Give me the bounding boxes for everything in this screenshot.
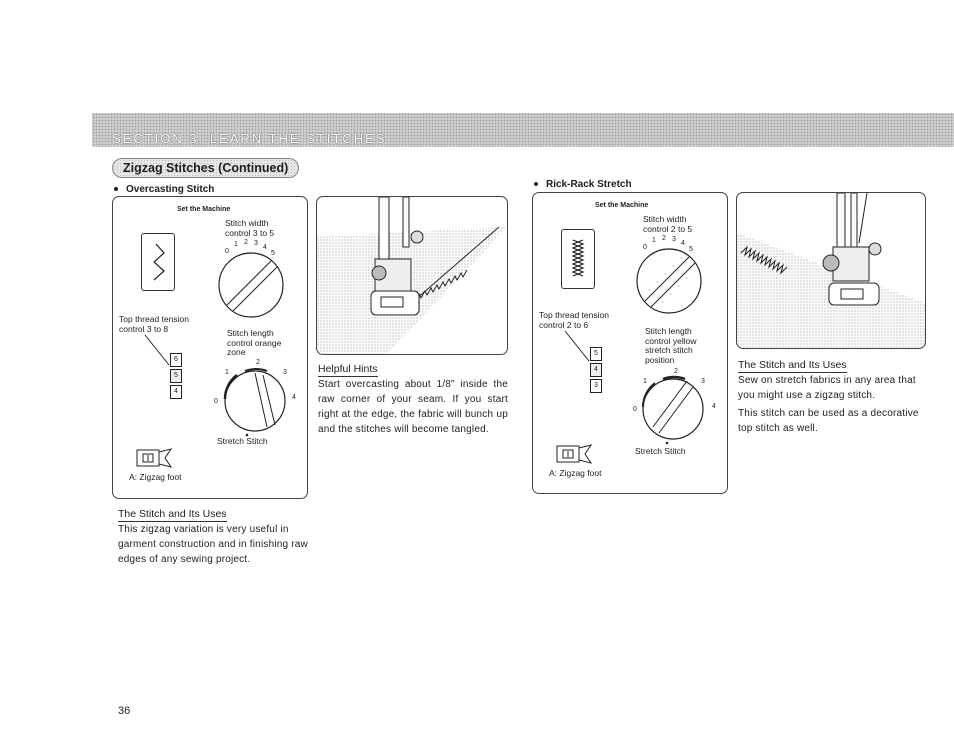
width-dial-num-5: 5 [271, 250, 275, 257]
rickrack-heading-text: Rick-Rack Stretch [546, 179, 632, 190]
length-dial-num-0: 0 [633, 406, 637, 413]
tension-mark-2: 4 [590, 363, 602, 377]
zigzag-foot-icon [555, 443, 595, 465]
length-label-line2: control yellow [645, 335, 697, 346]
length-dial-num-4: 4 [292, 394, 296, 401]
width-dial-num-1: 1 [234, 241, 238, 248]
panel-title: Set the Machine [177, 206, 231, 213]
zigzag-foot-label: A: Zigzag foot [549, 468, 602, 478]
stretch-stitch-label: Stretch Stitch [217, 436, 268, 446]
tension-pointer-line [144, 334, 170, 366]
length-label-line3: zone [227, 347, 246, 357]
width-dial-num-4: 4 [681, 240, 685, 247]
length-dial-num-4: 4 [712, 403, 716, 410]
page-number: 36 [118, 705, 131, 717]
width-label-line2: control 2 to 5 [643, 223, 693, 234]
tension-label: Top thread tension control 3 to 8 [119, 314, 189, 334]
tension-label-line2: control 3 to 8 [119, 323, 169, 334]
stitch-length-dial [629, 367, 719, 447]
width-dial-num-2: 2 [662, 235, 666, 242]
length-dial-num-2: 2 [256, 359, 260, 366]
width-dial-num-2: 2 [244, 239, 248, 246]
stitch-width-dial [631, 237, 711, 317]
stitch-length-dial [211, 359, 301, 439]
length-dial-num-2: 2 [674, 368, 678, 375]
length-dial-num-3: 3 [283, 369, 287, 376]
rickrack-uses-text-1: Sew on stretch fabrics in any area that … [738, 375, 916, 401]
rickrack-settings-panel: Set the Machine Stitch width control 2 t… [532, 192, 728, 494]
width-dial-num-0: 0 [643, 244, 647, 251]
overcasting-settings-panel: Set the Machine Stitch width control 3 t… [112, 196, 308, 499]
length-label-line2: control orange [227, 337, 282, 348]
tension-mark-3: 3 [590, 379, 602, 393]
stitch-width-dial [213, 241, 293, 321]
tension-label-line2: control 2 to 6 [539, 319, 589, 330]
length-dial-num-1: 1 [643, 378, 647, 385]
width-dial-num-3: 3 [672, 236, 676, 243]
width-dial-num-4: 4 [263, 244, 267, 251]
overcasting-photo [316, 196, 508, 355]
tension-pointer-line [564, 330, 590, 362]
helpful-hints-text: Start overcasting about 1/8" inside the … [318, 379, 508, 435]
tension-label: Top thread tension control 2 to 6 [539, 310, 609, 330]
zigzag-pattern-icon [141, 233, 175, 291]
helpful-hints-heading: Helpful Hints [318, 359, 378, 377]
rickrack-uses-heading: The Stitch and Its Uses [738, 355, 847, 373]
width-dial-num-5: 5 [689, 246, 693, 253]
tension-control-icon: 5 4 3 [590, 347, 602, 395]
length-label: Stitch length control orange zone [227, 328, 282, 358]
width-dial-num-3: 3 [254, 240, 258, 247]
length-dial-num-0: 0 [214, 398, 218, 405]
length-label-line4: position [645, 354, 675, 365]
rickrack-uses-text-2: This stitch can be used as a decorative … [738, 408, 919, 434]
tension-control-icon: 6 5 4 [170, 353, 182, 401]
rickrack-photo [736, 192, 926, 349]
length-dial-num-3: 3 [701, 378, 705, 385]
length-label-line3: stretch stitch [645, 345, 693, 355]
bullet-icon [114, 187, 118, 192]
zigzag-foot-icon [135, 447, 175, 469]
rickrack-uses-heading-text: The Stitch and Its Uses [738, 359, 847, 373]
length-label: Stitch length control yellow stretch sti… [645, 326, 697, 365]
subtitle-pill: Zigzag Stitches (Continued) [112, 158, 300, 178]
zigzag-foot-label: A: Zigzag foot [129, 472, 182, 482]
helpful-hints-heading-text: Helpful Hints [318, 363, 378, 377]
rickrack-pattern-icon [561, 229, 595, 289]
overcasting-heading: Overcasting Stitch [114, 184, 214, 195]
section-header-band [92, 113, 954, 147]
width-dial-num-1: 1 [652, 237, 656, 244]
width-label: Stitch width control 3 to 5 [225, 218, 275, 238]
length-label-line1: Stitch length [645, 326, 692, 336]
tension-mark-2: 5 [170, 369, 182, 383]
width-dial-num-0: 0 [225, 248, 229, 255]
width-label-line1: Stitch width [643, 214, 687, 224]
tension-label-line1: Top thread tension [539, 310, 609, 320]
width-label: Stitch width control 2 to 5 [643, 214, 693, 234]
width-label-line2: control 3 to 5 [225, 227, 275, 238]
panel-title: Set the Machine [595, 202, 649, 209]
rickrack-heading: Rick-Rack Stretch [534, 179, 632, 190]
overcasting-uses-heading-text: The Stitch and Its Uses [118, 508, 227, 522]
overcasting-uses-heading: The Stitch and Its Uses [118, 504, 227, 522]
tension-mark-3: 4 [170, 385, 182, 399]
overcasting-heading-text: Overcasting Stitch [126, 184, 215, 195]
tension-mark-1: 6 [170, 353, 182, 367]
length-dial-num-1: 1 [225, 369, 229, 376]
bullet-icon [534, 182, 538, 187]
tension-label-line1: Top thread tension [119, 314, 189, 324]
tension-mark-1: 5 [590, 347, 602, 361]
overcasting-uses-text: This zigzag variation is very useful in … [118, 524, 308, 565]
length-label-line1: Stitch length [227, 328, 274, 338]
width-label-line1: Stitch width [225, 218, 269, 228]
section-title: SECTION 3. LEARN THE STITCHES [112, 131, 387, 146]
stretch-stitch-label: Stretch Stitch [635, 446, 686, 456]
